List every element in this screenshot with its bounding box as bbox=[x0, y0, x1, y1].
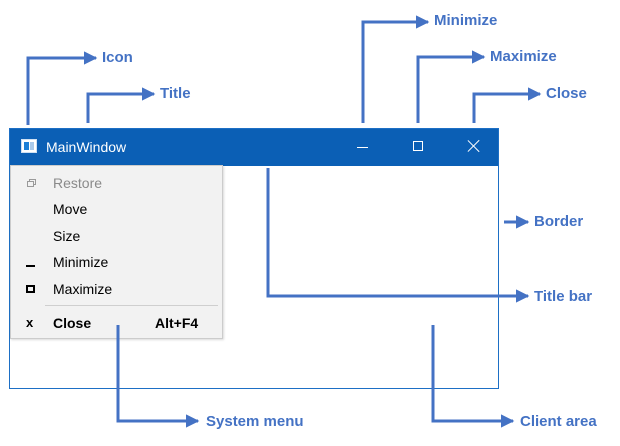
maximize-button[interactable] bbox=[393, 129, 443, 166]
maximize-callout-label: Maximize bbox=[490, 48, 557, 65]
menu-item-label: Minimize bbox=[53, 254, 109, 270]
menu-item-maximize[interactable]: Maximize bbox=[11, 276, 222, 302]
x-icon: x bbox=[26, 315, 34, 330]
minimize-icon bbox=[357, 147, 368, 148]
maximize-icon bbox=[25, 276, 39, 302]
minimize-icon bbox=[25, 249, 39, 275]
title-bar[interactable]: MainWindow bbox=[10, 129, 498, 166]
menu-item-label: Maximize bbox=[53, 281, 113, 297]
maximize-icon bbox=[413, 141, 423, 151]
menu-separator bbox=[45, 305, 218, 306]
title-bar-callout-arrow bbox=[266, 168, 530, 303]
border-callout-label: Border bbox=[534, 213, 584, 230]
close-callout-arrow bbox=[472, 87, 542, 123]
system-menu: Restore Move Size Minimize Maximize x Cl… bbox=[10, 165, 223, 339]
menu-item-minimize[interactable]: Minimize bbox=[11, 249, 222, 275]
app-icon[interactable] bbox=[21, 139, 37, 153]
icon-callout-arrow bbox=[26, 51, 98, 125]
menu-item-close[interactable]: x Close Alt+F4 bbox=[11, 310, 222, 336]
title-callout-arrow bbox=[86, 87, 156, 123]
window-title: MainWindow bbox=[46, 139, 127, 155]
menu-item-size[interactable]: Size bbox=[11, 223, 222, 249]
title-callout-label: Title bbox=[160, 85, 191, 102]
icon-callout-label: Icon bbox=[102, 49, 133, 66]
restore-icon bbox=[25, 170, 39, 196]
menu-item-label: Close bbox=[53, 315, 92, 331]
system-menu-callout-arrow bbox=[116, 325, 200, 428]
close-callout-label: Close bbox=[546, 85, 587, 102]
system-menu-callout-label: System menu bbox=[206, 413, 304, 430]
client-area-callout-label: Client area bbox=[520, 413, 597, 430]
menu-item-label: Restore bbox=[53, 175, 103, 191]
menu-item-label: Move bbox=[53, 201, 88, 217]
menu-item-label: Size bbox=[53, 228, 81, 244]
menu-item-restore[interactable]: Restore bbox=[11, 170, 222, 196]
menu-item-shortcut: Alt+F4 bbox=[155, 315, 199, 331]
minimize-callout-label: Minimize bbox=[434, 12, 498, 29]
minimize-callout-arrow bbox=[361, 15, 430, 123]
title-bar-callout-label: Title bar bbox=[534, 288, 593, 305]
maximize-callout-arrow bbox=[416, 50, 486, 123]
menu-item-move[interactable]: Move bbox=[11, 196, 222, 222]
minimize-button[interactable] bbox=[337, 129, 387, 166]
client-area-callout-arrow bbox=[431, 325, 515, 428]
